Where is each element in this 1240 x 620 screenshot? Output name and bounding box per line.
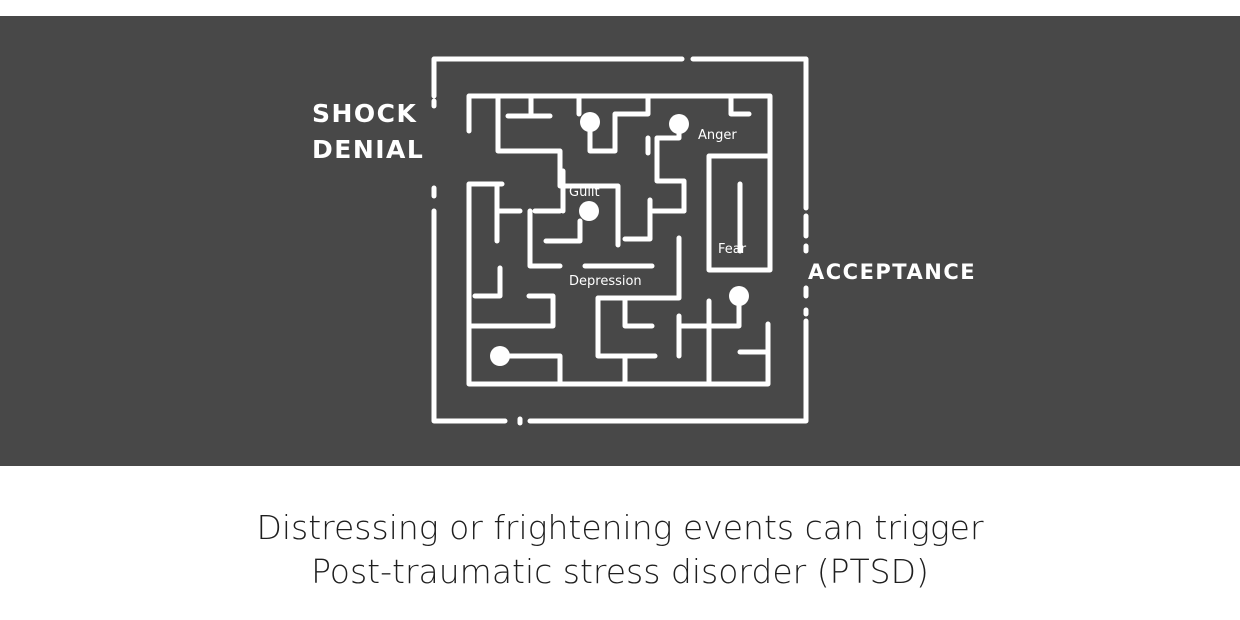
shock-label: SHOCK xyxy=(312,99,418,128)
start-labels: SHOCK DENIAL xyxy=(312,96,424,168)
caption: Distressing or frightening events can tr… xyxy=(0,506,1240,594)
maze-inner-wall xyxy=(494,181,523,214)
maze-node-dot xyxy=(579,201,599,221)
maze-diagram xyxy=(431,56,809,426)
maze-inner-wall xyxy=(654,123,687,214)
caption-line-2: Post-traumatic stress disorder (PTSD) xyxy=(311,552,929,591)
maze-inner-wall xyxy=(466,181,771,387)
guilt-label: Guilt xyxy=(569,185,600,200)
maze-inner-wall xyxy=(466,93,773,273)
maze-inner-wall xyxy=(543,218,583,244)
maze-node-dot xyxy=(490,346,510,366)
maze-inner-wall xyxy=(728,95,752,117)
maze-node-dot xyxy=(580,112,600,132)
maze-outer-wall xyxy=(431,208,508,424)
maze-inner-wall xyxy=(495,95,621,248)
maze-inner-wall xyxy=(622,197,653,242)
maze-inner-wall xyxy=(709,295,742,329)
maze-inner-wall xyxy=(587,95,651,154)
maze-inner-wall xyxy=(595,235,682,359)
maze-inner-wall xyxy=(622,295,655,329)
maze-outer-wall xyxy=(690,56,809,211)
maze-outer-wall xyxy=(431,56,685,99)
maze-outer-wall xyxy=(527,318,809,424)
depression-label: Depression xyxy=(569,274,642,289)
caption-line-1: Distressing or frightening events can tr… xyxy=(256,508,984,547)
denial-label: DENIAL xyxy=(312,135,425,164)
maze-inner-wall xyxy=(527,208,563,269)
maze-node-dot xyxy=(729,286,749,306)
maze-inner-wall xyxy=(497,353,563,387)
maze-banner: SHOCK DENIAL ACCEPTANCE Anger Guilt Fear… xyxy=(0,16,1240,466)
maze-node-dot xyxy=(669,114,689,134)
anger-label: Anger xyxy=(698,128,737,143)
maze-inner-wall xyxy=(472,265,503,299)
acceptance-label: ACCEPTANCE xyxy=(808,260,977,284)
maze-inner-wall xyxy=(468,293,556,329)
fear-label: Fear xyxy=(718,242,747,257)
